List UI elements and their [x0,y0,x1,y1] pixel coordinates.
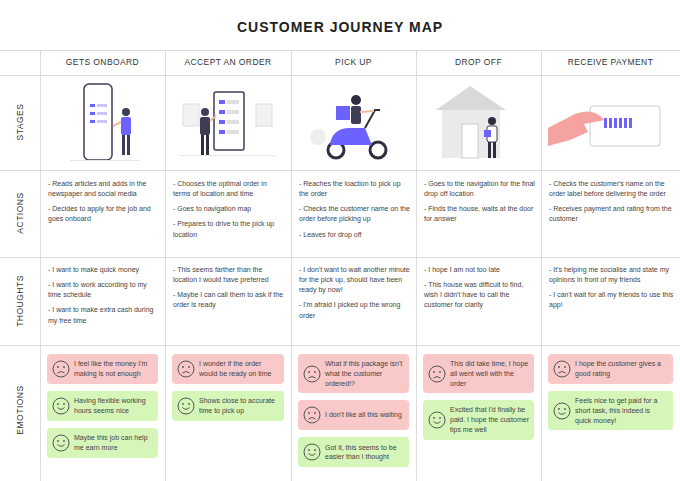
bullet-text: - I don't want to wait another minute fo… [299,265,410,295]
emotion-card: Feels nice to get paid for a short task,… [548,391,673,430]
face-icon [52,434,70,452]
emotion-text: Having flexible working hours seems nice [74,396,153,416]
emotion-card: What if this package isn't what the cust… [298,354,409,393]
table-cell: - I hope I am not too late - This house w… [424,265,535,316]
emotion-card: Maybe this job can help me earn more [47,428,158,458]
emotion-text: Shows close to accurate time to pick up [199,396,279,416]
face-icon [52,397,70,415]
bullet-text: - Goes to navigation map [173,204,285,214]
emotion-text: What if this package isn't what the cust… [325,359,404,388]
emotion-text: I don't like all this waiting [325,410,404,420]
emotion-card: Having flexible working hours seems nice [47,391,158,421]
face-icon [303,443,321,461]
face-icon [428,411,446,429]
bullet-text: - This seems farther than the location I… [173,265,285,285]
emotion-text: This did take time, I hope all went well… [450,359,529,388]
order-board-illustration [180,92,275,156]
grid-lines [0,50,680,481]
face-icon [303,365,321,383]
emotion-text: Feels nice to get paid for a short task,… [575,396,668,425]
bullet-text: - Goes to the navigation for the final d… [424,179,535,199]
table-cell: - I want to make quick money - I want to … [48,265,159,331]
bullet-text: - I want to work according to my time sc… [48,280,159,300]
bullet-text: - It's helping me socialise and state my… [549,265,674,285]
face-icon [553,402,571,420]
phone-illustration [70,84,140,161]
table-cell: - This seems farther than the location I… [173,265,285,316]
bullet-text: - Reaches the loaction to pick up the or… [299,179,410,199]
bullet-text: - Checks the customer name on the order … [299,204,410,224]
bullet-text: - Chooses the optimal order in terms of … [173,179,285,199]
table-cell: - I don't want to wait another minute fo… [299,265,410,326]
bullet-text: - I can't wait for all my friends to use… [549,290,674,310]
column-header: GETS ONBOARD [40,57,165,67]
column-header: RECEIVE PAYMENT [541,57,680,67]
bullet-text: - This house was difficult to find, wish… [424,280,535,310]
row-header: THOUGHTS [15,275,25,327]
emotion-card: Got it, this seems to be easier than I t… [298,437,409,467]
face-icon [303,406,321,424]
bullet-text: - Prepares to drive to the pick up locat… [173,219,285,239]
bullet-text: - Reads articles and adds in the newspap… [48,179,159,199]
bullet-text: - I hope I am not too late [424,265,535,275]
scooter-illustration [310,95,386,158]
emotion-card: I hope the customer gives a good rating [548,354,673,384]
emotion-text: I hope the customer gives a good rating [575,359,668,379]
bullet-text: - Finds the house, waits at the door for… [424,204,535,224]
row-header: ACTIONS [15,192,25,233]
emotion-card: I wonder if the order would be ready on … [172,354,284,384]
bullet-text: - Maybe I can call them to ask if the or… [173,290,285,310]
emotion-card: I feel like the money I'm making is not … [47,354,158,384]
emotion-card: I don't like all this waiting [298,400,409,430]
column-header: DROP OFF [416,57,541,67]
column-header: PICK UP [291,57,416,67]
emotion-card: Shows close to accurate time to pick up [172,391,284,421]
bullet-text: - I want to make extra cash during my fr… [48,305,159,325]
face-icon [428,365,446,383]
bullet-text: - Checks the customer's name on the orde… [549,179,674,199]
face-icon [177,360,195,378]
table-cell: - Checks the customer's name on the orde… [549,179,674,230]
table-cell: - Goes to the navigation for the final d… [424,179,535,230]
emotion-text: I wonder if the order would be ready on … [199,359,279,379]
bullet-text: - I want to make quick money [48,265,159,275]
house-illustration [436,86,506,158]
emotion-text: Excited that I'd finally be paid. I hope… [450,405,529,434]
table-cell: - Reads articles and adds in the newspap… [48,179,159,230]
table-cell: - Chooses the optimal order in terms of … [173,179,285,245]
table-cell: - It's helping me socialise and state my… [549,265,674,316]
diagram-title: CUSTOMER JOURNEY MAP [0,19,680,35]
bullet-text: - Leaves for drop off [299,230,410,240]
emotion-card: This did take time, I hope all went well… [423,354,534,393]
bullet-text: - I'm afraid I picked up the wrong order [299,300,410,320]
emotion-card: Excited that I'd finally be paid. I hope… [423,400,534,439]
face-icon [177,397,195,415]
face-icon [553,360,571,378]
emotion-text: I feel like the money I'm making is not … [74,359,153,379]
table-cell: - Reaches the loaction to pick up the or… [299,179,410,245]
payment-illustration [548,106,660,146]
column-header: ACCEPT AN ORDER [165,57,291,67]
row-header: STAGES [15,104,25,141]
bullet-text: - Receives payment and rating from the c… [549,204,674,224]
row-header: EMOTIONS [15,385,25,434]
face-icon [52,360,70,378]
bullet-text: - Decides to apply for the job and goes … [48,204,159,224]
emotion-text: Got it, this seems to be easier than I t… [325,443,404,463]
emotion-text: Maybe this job can help me earn more [74,433,153,453]
